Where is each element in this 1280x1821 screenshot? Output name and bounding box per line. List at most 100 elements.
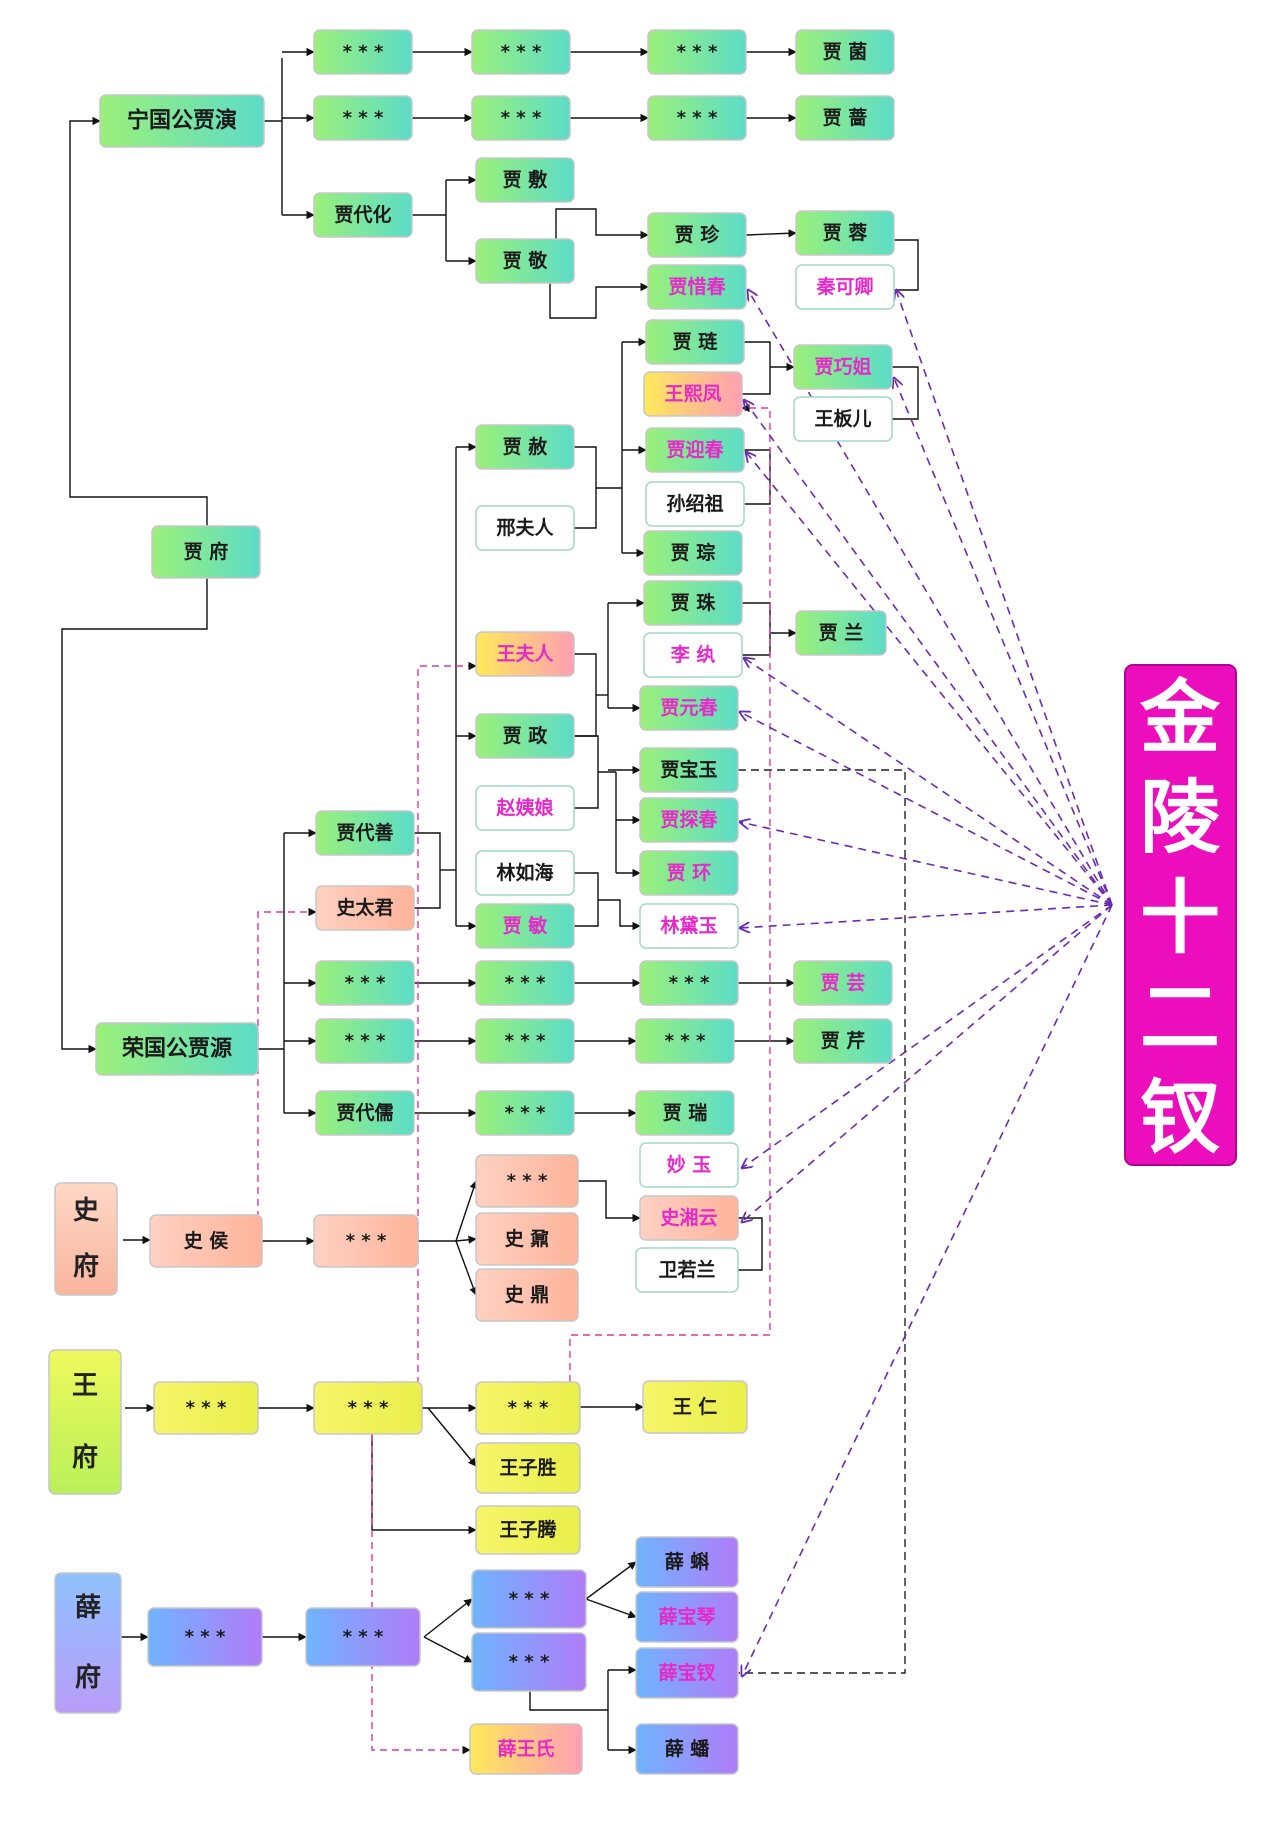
node-jiaxichun: 贾惜春 (647, 264, 747, 310)
twelve-arrow-jiaqiaojie (894, 378, 1113, 906)
connector-line (455, 1240, 478, 1296)
node-n_g1a-box (315, 960, 415, 1006)
node-jiafu2-box (475, 157, 575, 203)
node-jiazhen-box (647, 212, 747, 258)
node-sunshaozu-box (645, 481, 745, 527)
node-n_s1-box (313, 1214, 419, 1268)
node-n_w1-box (153, 1381, 259, 1435)
node-jiaqin-label: 贾 芹 (821, 1029, 866, 1052)
node-jiadairu-box (315, 1090, 415, 1136)
connector-line (742, 602, 771, 656)
node-xuebaochai-box (635, 1647, 739, 1699)
node-n_x1-label: * * * (185, 1627, 226, 1648)
node-jiaqiaojie: 贾巧姐 (793, 344, 893, 390)
node-liwan-label: 李 纨 (670, 643, 716, 666)
node-jiaxichun-box (647, 264, 747, 310)
node-n_w3-label: * * * (508, 1398, 549, 1419)
node-jiaqiang-label: 贾 蔷 (823, 107, 868, 129)
node-n_x2-label: * * * (343, 1627, 384, 1648)
title-char: 十 (1140, 872, 1220, 965)
node-n_r2c-label: * * * (677, 108, 718, 129)
node-jiabaoyu-box (639, 747, 739, 793)
connector-line (742, 341, 771, 395)
connector-line (892, 366, 919, 420)
node-shiding: 史 鼎 (475, 1268, 579, 1322)
node-jiahuan: 贾 环 (639, 850, 739, 896)
node-n_r1a: * * * (313, 29, 413, 75)
title-char: 钗 (1140, 1072, 1220, 1165)
node-xuepan: 薛 蟠 (635, 1723, 739, 1775)
node-xuebaochai-label: 薛宝钗 (658, 1661, 715, 1684)
node-jiazheng-box (475, 713, 575, 759)
node-wangxifeng-label: 王熙凤 (664, 383, 721, 405)
node-shinai: 史 鼐 (475, 1212, 579, 1266)
node-shitaijun-box (315, 885, 415, 931)
node-n_r2b: * * * (471, 95, 571, 141)
node-n_g2c-box (635, 1018, 735, 1064)
node-wangzisheng: 王子胜 (475, 1442, 581, 1494)
node-qinkeqing: 秦可卿 (795, 264, 895, 310)
node-n_r2a: * * * (313, 95, 413, 141)
node-wangziteng-box (475, 1505, 581, 1555)
title-char: 陵 (1140, 772, 1221, 865)
node-n_s2-box (475, 1154, 579, 1208)
node-jiaxichun-label: 贾惜春 (668, 275, 725, 298)
node-n_w1-label: * * * (186, 1398, 227, 1419)
node-jiaqiang-box (795, 95, 895, 141)
node-n_s1-label: * * * (346, 1231, 387, 1252)
node-jiazhu-label: 贾 珠 (671, 591, 717, 614)
node-n_x4: * * * (471, 1632, 587, 1692)
node-wangbaner: 王板儿 (793, 396, 893, 442)
node-n_x1-box (147, 1607, 263, 1667)
node-weiruolan-box (635, 1247, 739, 1293)
node-zhaoyiniang-box (475, 785, 575, 831)
node-linruhai-box (475, 850, 575, 896)
house-wangfu-box (48, 1349, 122, 1495)
title-banner-box (1124, 664, 1237, 1166)
node-n_g2b-box (475, 1018, 575, 1064)
node-linruhai-label: 林如海 (496, 861, 553, 884)
node-jiadaishan-label: 贾代善 (336, 821, 393, 844)
node-shixiangyun-box (639, 1195, 739, 1241)
node-jiajing-box (475, 238, 575, 284)
node-shihou-label: 史 侯 (184, 1229, 229, 1252)
node-miaoyu-box (639, 1142, 739, 1188)
node-shinai-label: 史 鼐 (505, 1228, 550, 1250)
node-jiajun: 贾 菌 (795, 29, 895, 75)
connector-line (585, 1561, 637, 1600)
twelve-arrow-miaoyu (742, 904, 1113, 1168)
twelve-arrow-wangxifeng (744, 400, 1113, 906)
connector-line (423, 1636, 473, 1663)
node-wangbaner-label: 王板儿 (814, 407, 871, 430)
node-xuepan-label: 薛 蟠 (665, 1737, 711, 1760)
node-jiaqiaojie-label: 贾巧姐 (814, 355, 871, 378)
node-shitaijun-label: 史太君 (336, 896, 393, 919)
node-n_g1c-box (639, 960, 739, 1006)
node-jialian-label: 贾 琏 (673, 330, 719, 353)
node-jialan-box (795, 610, 887, 656)
node-jiarong-label: 贾 蓉 (823, 222, 868, 244)
node-n_x4-label: * * * (509, 1652, 550, 1673)
node-xingfuren: 邢夫人 (475, 505, 575, 551)
node-n_g2a-box (315, 1018, 415, 1064)
house-xuefu-char: 府 (75, 1662, 101, 1693)
node-xuewangshi-box (469, 1723, 583, 1775)
node-wangziteng: 王子腾 (475, 1505, 581, 1555)
node-n_r1c: * * * (647, 29, 747, 75)
node-jiazheng: 贾 政 (475, 713, 575, 759)
node-jiadaishan: 贾代善 (315, 810, 415, 856)
node-jiabaoyu: 贾宝玉 (639, 747, 739, 793)
node-jiamin-box (475, 903, 575, 949)
twelve-arrow-liwan (744, 658, 1113, 906)
node-n_s1: * * * (313, 1214, 419, 1268)
connector-line (574, 872, 599, 927)
house-wangfu: 王府 (48, 1349, 122, 1495)
node-jiamin-label: 贾 敏 (503, 914, 548, 937)
node-jiayingchun: 贾迎春 (645, 427, 745, 473)
node-xuebaoqin-box (635, 1591, 739, 1643)
node-jiafu-label: 贾 府 (184, 540, 229, 563)
title-char: 金 (1139, 672, 1221, 765)
node-jialan-label: 贾 兰 (819, 621, 864, 644)
node-n_w1: * * * (153, 1381, 259, 1435)
node-n_r2a-label: * * * (343, 108, 384, 129)
